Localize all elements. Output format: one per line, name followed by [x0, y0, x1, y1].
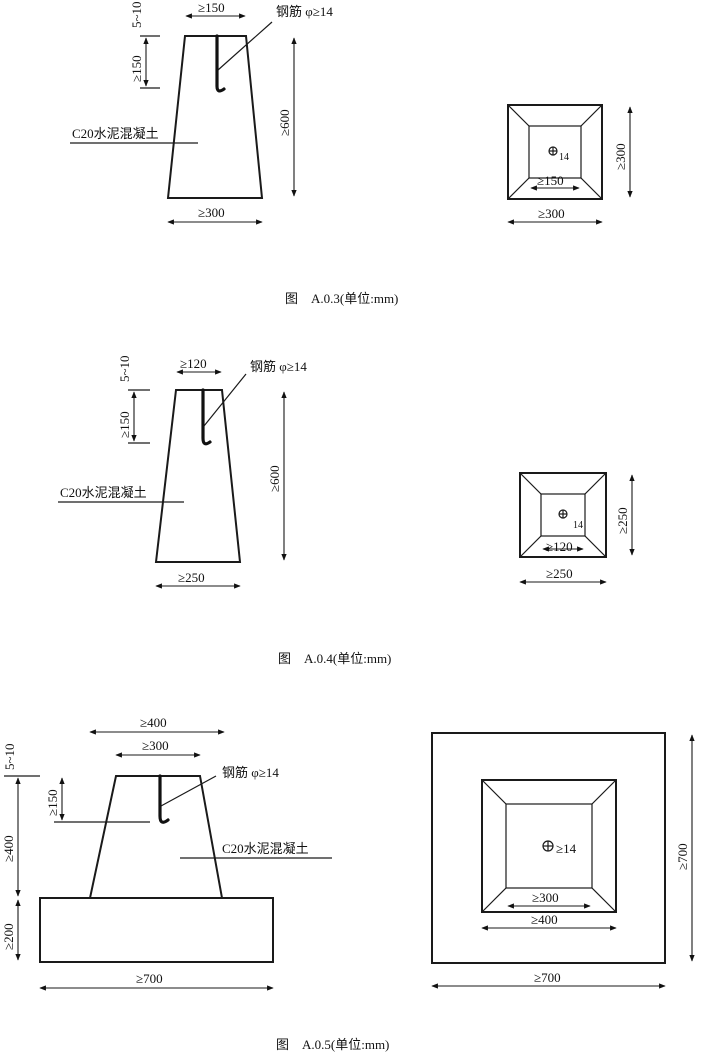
figure-a05: ≥400 ≥300 ≥150 5~10 ≥400 ≥200 ≥700 钢筋 φ≥…: [1, 715, 695, 1052]
label-base-width: ≥700: [136, 971, 163, 986]
label-plan-outer-v: ≥250: [615, 507, 630, 534]
label-plan-inner: ≥120: [546, 539, 573, 554]
monument-body: [88, 775, 224, 899]
elevation-a03: ≥150 5~10 ≥150 ≥600 ≥300 钢筋 φ≥14 C20水泥混凝…: [70, 0, 333, 225]
label-gap: 5~10: [129, 1, 144, 28]
label-embed: ≥150: [129, 55, 144, 82]
plan-inner: [505, 803, 593, 889]
label-concrete: C20水泥混凝土: [60, 485, 147, 500]
label-plan-inner: ≥150: [537, 173, 564, 188]
label-height: ≥400: [1, 835, 16, 862]
label-height: ≥600: [277, 109, 292, 136]
plan-a03: 14 ≥150 ≥300 ≥300: [507, 104, 633, 225]
label-height: ≥600: [267, 465, 282, 492]
label-embed: ≥150: [45, 789, 60, 816]
rebar-leader: [160, 775, 217, 807]
label-gap: 5~10: [2, 743, 17, 770]
plan-a04: 14 ≥120 ≥250 ≥250: [519, 472, 635, 585]
rebar-hook: [215, 34, 226, 93]
plan-outer: [431, 732, 666, 964]
label-embed: ≥150: [117, 411, 132, 438]
caption-a03: 图 A.0.3(单位:mm): [285, 291, 398, 306]
elevation-a04: ≥120 5~10 ≥150 ≥600 ≥250 钢筋 φ≥14 C20水泥混凝…: [58, 355, 307, 589]
label-plan-mid: ≥400: [531, 912, 558, 927]
label-rebar: 钢筋 φ≥14: [222, 765, 279, 780]
figure-a03: ≥150 5~10 ≥150 ≥600 ≥300 钢筋 φ≥14 C20水泥混凝…: [70, 0, 633, 306]
label-top-outer: ≥400: [140, 715, 167, 730]
label-plan-inner: ≥300: [532, 890, 559, 905]
label-gap: 5~10: [117, 355, 132, 382]
label-plan-rebar: 14: [559, 152, 569, 163]
label-top-width: ≥150: [198, 0, 225, 15]
plan-mid: [481, 779, 617, 913]
figure-a04: ≥120 5~10 ≥150 ≥600 ≥250 钢筋 φ≥14 C20水泥混凝…: [58, 355, 635, 666]
label-rebar: 钢筋 φ≥14: [276, 4, 333, 19]
rebar-leader: [203, 373, 247, 427]
monument-body: [166, 35, 264, 199]
rebar-hook: [201, 388, 212, 446]
label-plan-outer-v: ≥300: [613, 143, 628, 170]
rebar-leader: [217, 21, 273, 71]
label-concrete: C20水泥混凝土: [72, 126, 159, 141]
label-plan-outer-v: ≥700: [675, 843, 690, 870]
label-top-width: ≥120: [180, 356, 207, 371]
label-concrete: C20水泥混凝土: [222, 841, 309, 856]
label-top-width: ≥300: [142, 738, 169, 753]
label-plan-rebar: 14: [573, 520, 583, 531]
plan-inner: [540, 493, 586, 537]
plan-inner: [528, 125, 582, 179]
plan-outer: [519, 472, 607, 558]
monument-body: [154, 389, 242, 563]
caption-a05: 图 A.0.5(单位:mm): [276, 1037, 389, 1052]
label-bottom-width: ≥300: [198, 205, 225, 220]
label-base-height: ≥200: [1, 923, 16, 950]
plan-a05: ≥14 ≥300 ≥400 ≥700 ≥700: [431, 732, 695, 989]
plan-outer: [507, 104, 603, 200]
caption-a04: 图 A.0.4(单位:mm): [278, 651, 391, 666]
elevation-a05: ≥400 ≥300 ≥150 5~10 ≥400 ≥200 ≥700 钢筋 φ≥…: [1, 715, 332, 991]
label-rebar: 钢筋 φ≥14: [250, 359, 307, 374]
monument-base: [39, 897, 274, 963]
label-plan-outer: ≥700: [534, 970, 561, 985]
rebar-hook: [158, 774, 170, 824]
label-plan-outer: ≥250: [546, 566, 573, 581]
label-bottom-width: ≥250: [178, 570, 205, 585]
label-plan-rebar: ≥14: [556, 841, 577, 856]
label-plan-outer: ≥300: [538, 206, 565, 221]
